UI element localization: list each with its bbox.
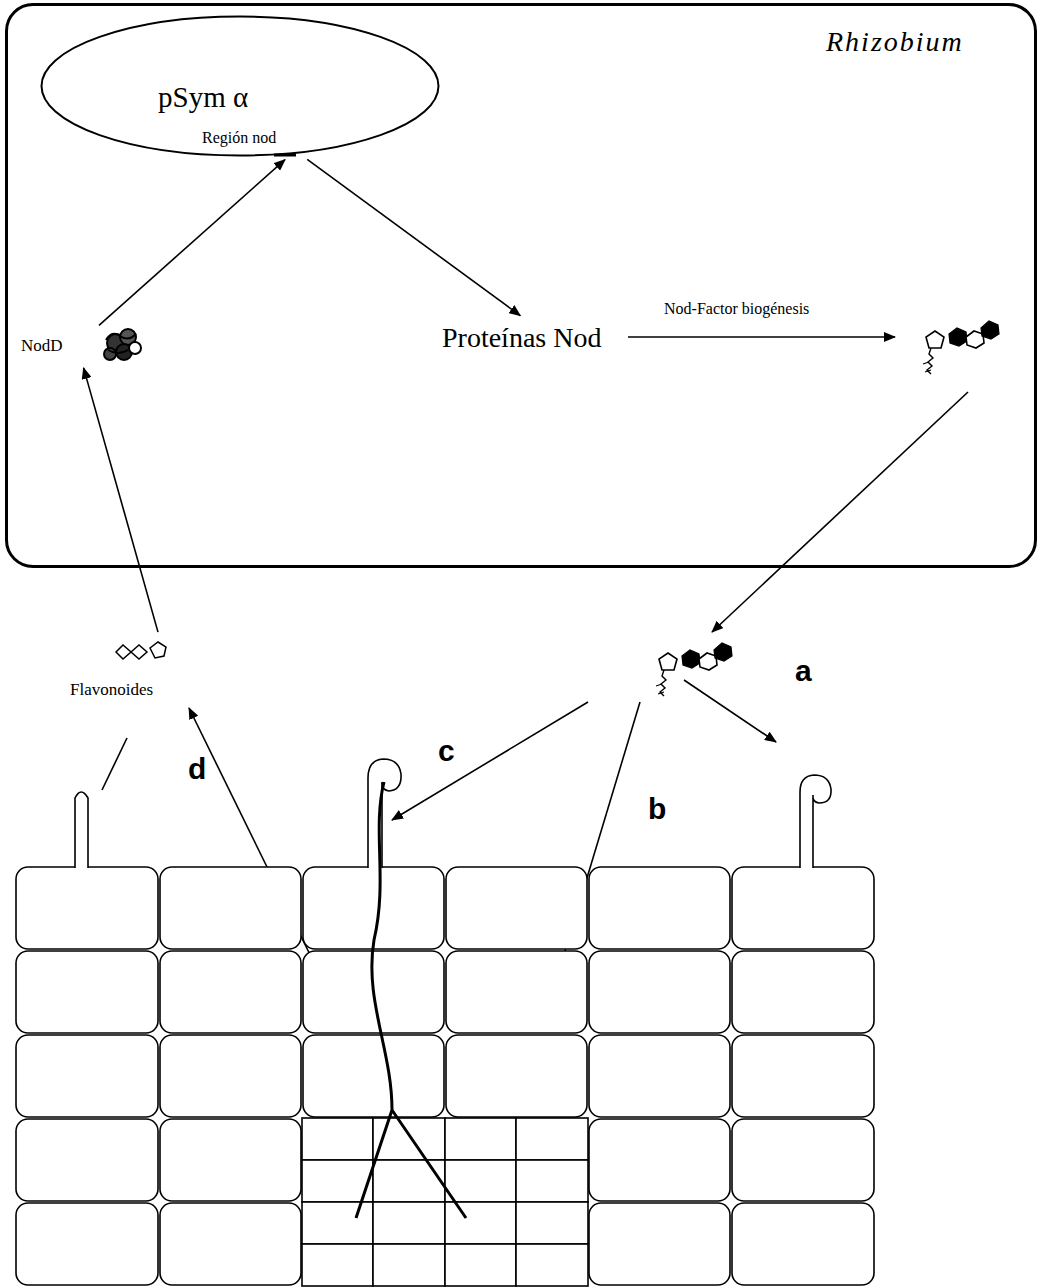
- plasmid-ellipse: [42, 17, 439, 156]
- arrow-a: [684, 680, 776, 742]
- cell: [16, 1035, 158, 1117]
- arrow-letter: d: [186, 752, 208, 787]
- cell: [373, 1160, 445, 1202]
- cell: [446, 1035, 587, 1117]
- rhizobium-cell: Rhizobium pSym α Región nodNodD Proteínas N…: [5, 3, 1037, 568]
- psym-plasmid: pSym α Región nod: [40, 15, 440, 157]
- cell: [732, 867, 874, 949]
- cell: [732, 951, 874, 1033]
- node-title: Flavonoides: [70, 680, 153, 700]
- node-subtitle: Región nod: [202, 129, 276, 147]
- cell: [445, 1202, 516, 1244]
- process-label: Nod-Factor biogénesis: [662, 300, 811, 318]
- cell: [445, 1160, 516, 1202]
- cell: [373, 1244, 445, 1286]
- nodd-regulator: NodD: [15, 328, 105, 364]
- biogenesis-arrow: [628, 336, 895, 338]
- cell: [160, 867, 301, 949]
- root-cells: [16, 867, 874, 1286]
- cell: [589, 1203, 730, 1285]
- cell: [16, 951, 158, 1033]
- cell: [160, 1035, 301, 1117]
- nod-proteins: Proteínas Nod: [438, 318, 628, 358]
- connector-arrow: [307, 159, 520, 315]
- cell: [160, 951, 301, 1033]
- arrow-letter: b: [646, 792, 668, 827]
- node-title: NodD: [21, 336, 63, 356]
- cell: [160, 1203, 301, 1285]
- cell: [16, 1203, 158, 1285]
- cell: [732, 1035, 874, 1117]
- node-title: pSym α: [158, 81, 248, 114]
- cell: [445, 1244, 516, 1286]
- connector-arrow: [99, 160, 285, 326]
- cell: [589, 951, 730, 1033]
- flavonoid-icon: [116, 642, 166, 659]
- arrow-letter: a: [793, 654, 814, 689]
- cell: [516, 1244, 588, 1286]
- connector-arrow: [84, 368, 158, 632]
- cell: [589, 867, 730, 949]
- cell: [589, 1119, 730, 1201]
- cell: [373, 1202, 445, 1244]
- arrow-c: [392, 702, 588, 820]
- cell: [160, 1119, 301, 1201]
- secretion-arrow: [712, 392, 968, 632]
- cell: [16, 867, 158, 949]
- cell: [303, 1035, 444, 1117]
- cell: [302, 1118, 373, 1160]
- cell: [516, 1160, 588, 1202]
- flavonoids: Flavonoides: [60, 636, 200, 706]
- cell: [302, 1202, 373, 1244]
- release-line: [102, 738, 127, 790]
- cell: [516, 1202, 588, 1244]
- infection-thread: [356, 782, 466, 1218]
- cell: [732, 1119, 874, 1201]
- nod-factor-icon: [923, 321, 999, 374]
- nod-factor-icon: [656, 643, 732, 696]
- node-title: Proteínas Nod: [442, 322, 601, 354]
- node-title: Rhizobium: [826, 26, 964, 58]
- cell: [302, 1244, 373, 1286]
- arrow-letter: c: [436, 734, 457, 769]
- cell: [446, 951, 587, 1033]
- cell: [446, 867, 587, 949]
- cell: [732, 1203, 874, 1285]
- cell: [516, 1118, 588, 1160]
- nodd-protein: [104, 329, 141, 360]
- cell: [16, 1119, 158, 1201]
- cell: [589, 1035, 730, 1117]
- cell: [445, 1118, 516, 1160]
